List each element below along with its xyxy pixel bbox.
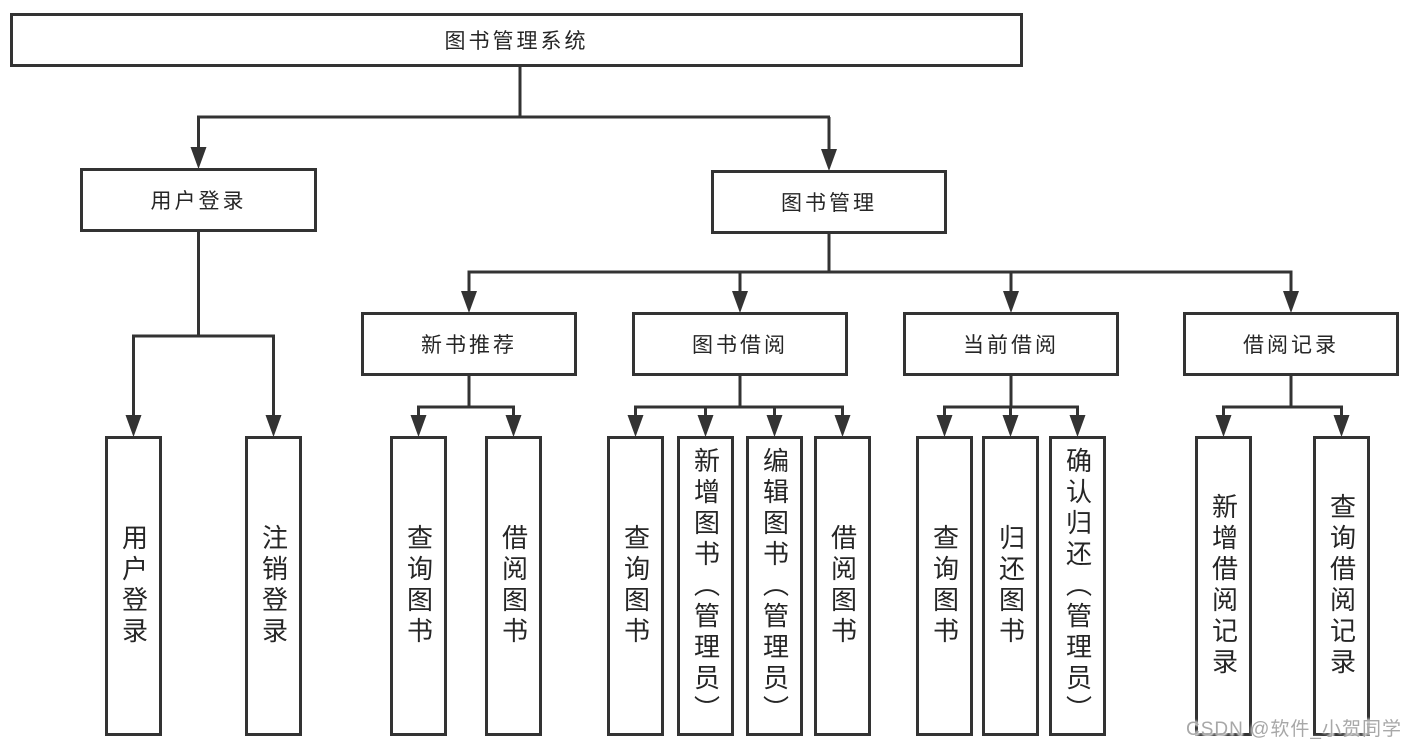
arrowhead-icon: [1283, 291, 1299, 313]
leaf-return-books: 归还图书: [982, 436, 1039, 736]
csdn-watermark: CSDN @软件_小贺同学: [1186, 719, 1402, 740]
arrowhead-icon: [766, 415, 783, 437]
connector-book-borrowing-to-children: [627, 376, 851, 437]
node-current-borrowing: 当前借阅: [903, 312, 1119, 376]
leaf-borrow-query-books: 查询图书: [607, 436, 664, 736]
arrowhead-icon: [190, 147, 207, 169]
arrowhead-icon: [834, 415, 851, 437]
leaf-current-query-books: 查询图书: [916, 436, 973, 736]
connector-borrowing-records-to-children: [1215, 376, 1350, 437]
connector-root-to-level2: [190, 66, 837, 171]
leaf-logout: 注销登录: [245, 436, 302, 736]
leaf-label: 查询图书: [929, 524, 960, 648]
leaf-label: 归还图书: [995, 524, 1026, 648]
connector-current-borrowing-to-children: [936, 376, 1086, 437]
leaf-add-books-admin: 新增图书（管理员）: [677, 436, 734, 736]
leaf-label: 新增借阅记录: [1208, 493, 1239, 679]
node-borrowing-records: 借阅记录: [1183, 312, 1399, 376]
arrowhead-icon: [732, 291, 748, 313]
connector-user-login-to-children: [125, 232, 282, 437]
arrowhead-icon: [265, 415, 282, 437]
connector-book-management-to-level3: [461, 234, 1299, 313]
arrowhead-icon: [505, 415, 522, 437]
node-book-borrowing: 图书借阅: [632, 312, 848, 376]
leaf-borrow-books: 借阅图书: [814, 436, 871, 736]
leaf-user-login: 用户登录: [105, 436, 162, 736]
leaf-add-borrow-record: 新增借阅记录: [1195, 436, 1252, 736]
leaf-label: 编辑图书（管理员）: [759, 446, 790, 726]
arrowhead-icon: [697, 415, 714, 437]
arrowhead-icon: [1215, 415, 1232, 437]
arrowhead-icon: [1003, 291, 1019, 313]
leaf-label: 查询图书: [620, 524, 651, 648]
leaf-label: 借阅图书: [498, 524, 529, 648]
leaf-recommend-query-books: 查询图书: [390, 436, 447, 736]
leaf-label: 借阅图书: [827, 524, 858, 648]
connector-new-book-to-children: [410, 376, 522, 437]
leaf-query-borrow-record: 查询借阅记录: [1313, 436, 1370, 736]
leaf-label: 注销登录: [258, 524, 289, 648]
arrowhead-icon: [1069, 415, 1086, 437]
arrowhead-icon: [461, 291, 477, 313]
arrowhead-icon: [1002, 415, 1019, 437]
arrowhead-icon: [936, 415, 953, 437]
leaf-recommend-borrow-books: 借阅图书: [485, 436, 542, 736]
leaf-label: 新增图书（管理员）: [690, 446, 721, 726]
arrowhead-icon: [1333, 415, 1350, 437]
arrowhead-icon: [821, 149, 837, 171]
leaf-confirm-return-admin: 确认归还（管理员）: [1049, 436, 1106, 736]
arrowhead-icon: [410, 415, 427, 437]
leaf-label: 确认归还（管理员）: [1062, 446, 1093, 726]
leaf-label: 用户登录: [118, 524, 149, 648]
leaf-edit-books-admin: 编辑图书（管理员）: [746, 436, 803, 736]
node-library-management-system: 图书管理系统: [10, 13, 1023, 67]
node-new-book-recommendation: 新书推荐: [361, 312, 577, 376]
leaf-label: 查询图书: [403, 524, 434, 648]
node-user-login: 用户登录: [80, 168, 317, 232]
leaf-label: 查询借阅记录: [1326, 493, 1357, 679]
arrowhead-icon: [125, 415, 142, 437]
node-book-management: 图书管理: [711, 170, 947, 234]
arrowhead-icon: [627, 415, 644, 437]
